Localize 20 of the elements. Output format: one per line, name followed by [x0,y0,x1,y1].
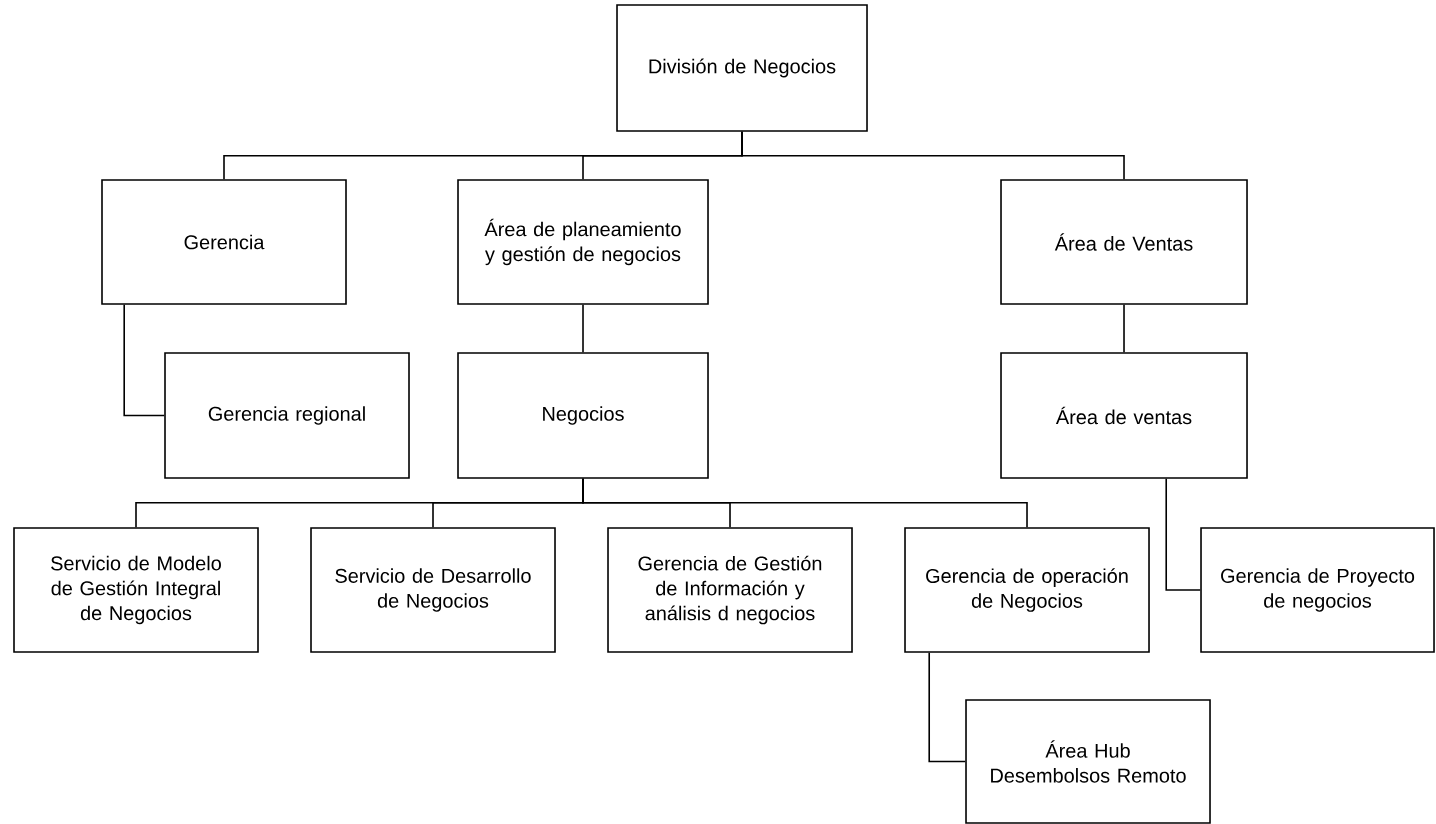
org-box: Área Hub Desembolsos Remoto [965,699,1211,824]
org-box: Servicio de Modelo de Gestión Integral de Negocios [13,527,259,653]
org-box: Gerencia de Gestión de Información y análisis d negocios [607,527,853,653]
connector-line [582,478,1028,528]
org-box: División de Negocios [616,4,868,132]
connector-line [928,652,966,763]
org-box: Área de ventas [1000,352,1248,479]
connector-line [582,304,584,353]
org-box: Negocios [457,352,709,479]
org-box: Gerencia de operación de Negocios [904,527,1150,653]
connector-line [1165,478,1201,591]
connector-line [123,304,165,417]
org-box: Servicio de Desarrollo de Negocios [310,527,556,653]
org-box: Gerencia de Proyecto de negocios [1200,527,1435,653]
org-box: Gerencia regional [164,352,410,479]
org-box: Área de planeamiento y gestión de negocios [457,179,709,305]
org-box: Gerencia [101,179,347,305]
connector-line [741,131,1125,180]
org-box: Área de Ventas [1000,179,1248,305]
connector-line [1123,304,1125,353]
